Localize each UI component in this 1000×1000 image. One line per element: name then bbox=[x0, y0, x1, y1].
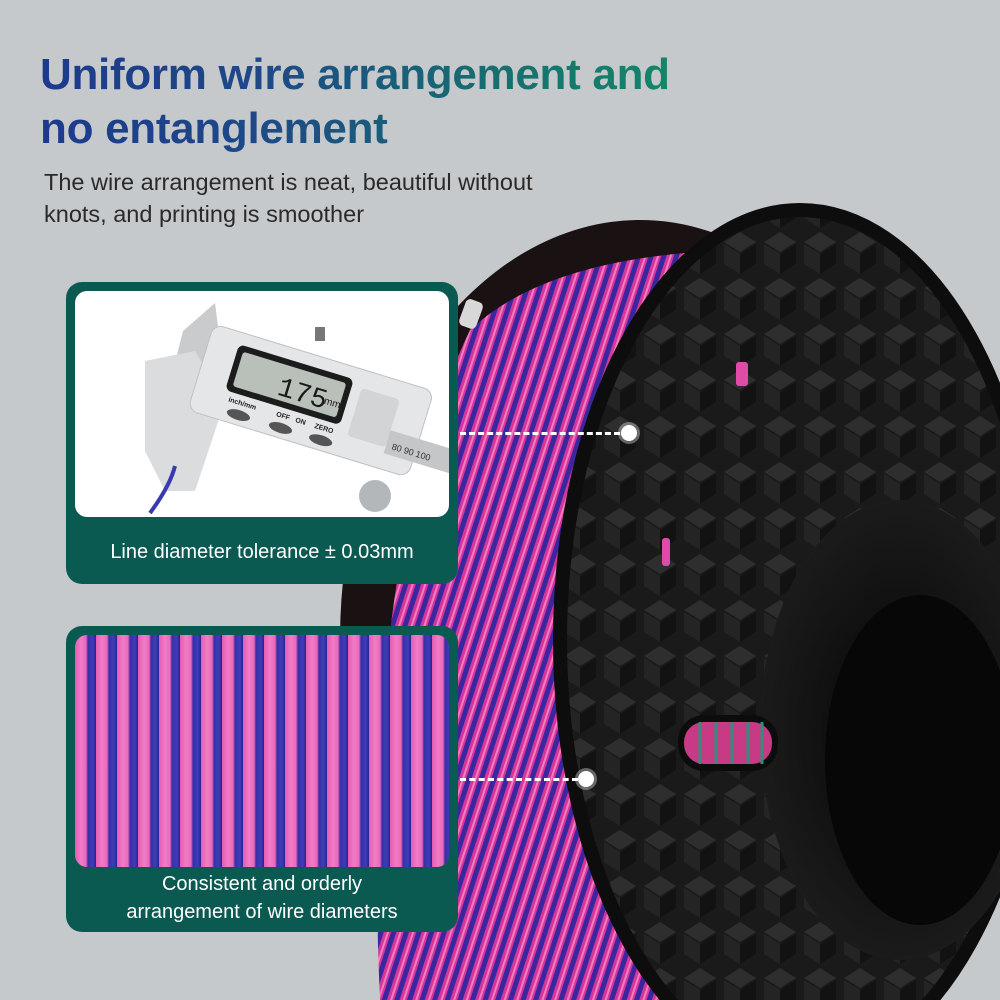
filament-closeup-image bbox=[75, 635, 449, 867]
tolerance-card: 175 mm inch/mm OFF ON ZERO 80 90 100 Lin… bbox=[66, 282, 458, 584]
svg-text:ON: ON bbox=[294, 417, 306, 427]
callout-dot-top bbox=[621, 425, 637, 441]
svg-text:mm: mm bbox=[323, 396, 342, 411]
arrangement-card: Consistent and orderly arrangement of wi… bbox=[66, 626, 458, 932]
caliper-illustration: 175 mm inch/mm OFF ON ZERO 80 90 100 bbox=[145, 303, 449, 515]
headline-line-2: no entanglement bbox=[40, 104, 388, 153]
page-subtitle: The wire arrangement is neat, beautiful … bbox=[44, 166, 644, 230]
callout-line-top bbox=[460, 432, 620, 435]
caliper-image: 175 mm inch/mm OFF ON ZERO 80 90 100 bbox=[75, 291, 449, 517]
arrangement-caption-line-2: arrangement of wire diameters bbox=[126, 901, 398, 923]
callout-dot-bottom bbox=[578, 771, 594, 787]
arrangement-caption: Consistent and orderly arrangement of wi… bbox=[66, 870, 458, 926]
subtitle-line-1: The wire arrangement is neat, beautiful … bbox=[44, 169, 533, 195]
page-headline: Uniform wire arrangement and no entangle… bbox=[40, 48, 700, 156]
svg-text:OFF: OFF bbox=[275, 411, 291, 422]
subtitle-line-2: knots, and printing is smoother bbox=[44, 201, 365, 227]
tolerance-caption: Line diameter tolerance ± 0.03mm bbox=[110, 541, 414, 563]
callout-line-bottom bbox=[460, 778, 578, 781]
headline-line-1: Uniform wire arrangement and bbox=[40, 50, 670, 99]
arrangement-caption-line-1: Consistent and orderly bbox=[161, 873, 363, 895]
